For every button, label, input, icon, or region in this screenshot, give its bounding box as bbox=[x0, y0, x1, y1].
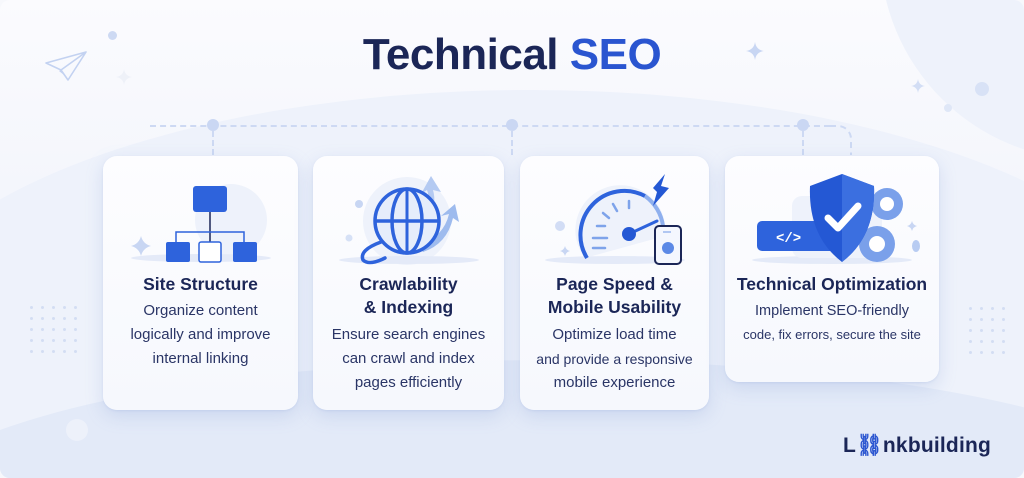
card-description: Optimize load time and provide a respons… bbox=[520, 323, 709, 395]
card-technical-optimization: </> Technical Optimization Implement SEO… bbox=[725, 156, 939, 382]
desc-line: mobile experience bbox=[553, 374, 676, 391]
sparkle-icon bbox=[746, 42, 764, 60]
decorative-dot bbox=[108, 31, 117, 40]
globe-icon bbox=[313, 166, 504, 266]
card-description: Implement SEO-friendly code, fix errors,… bbox=[725, 299, 939, 347]
card-title: Technical Optimization bbox=[736, 274, 928, 294]
desc-line: pages efficiently bbox=[354, 374, 463, 391]
connector-node bbox=[207, 119, 219, 131]
connector-line bbox=[830, 125, 852, 155]
connector-node bbox=[506, 119, 518, 131]
title-line: Page Speed & bbox=[556, 274, 673, 294]
desc-line: Ensure search engines bbox=[331, 326, 486, 343]
card-page-speed-mobile: Page Speed & Mobile Usability Optimize l… bbox=[520, 156, 709, 410]
connector-node bbox=[797, 119, 809, 131]
card-title: Site Structure bbox=[143, 274, 258, 294]
sitemap-icon bbox=[103, 166, 298, 266]
paper-plane-icon bbox=[45, 51, 87, 81]
chain-link-icon: ⛓ bbox=[856, 434, 883, 457]
desc-line: internal linking bbox=[152, 350, 249, 367]
title-accent: SEO bbox=[569, 30, 662, 79]
desc-line: code, fix errors, secure the site bbox=[743, 327, 921, 342]
card-title: Crawlability & Indexing bbox=[313, 273, 504, 319]
desc-line: and provide a responsive bbox=[536, 351, 693, 367]
shield-check-icon: </> bbox=[725, 166, 939, 266]
brand-suffix: nkbuilding bbox=[882, 434, 992, 457]
desc-line: Organize content bbox=[143, 302, 258, 319]
card-title: Page Speed & Mobile Usability bbox=[520, 273, 709, 319]
dot-grid bbox=[969, 307, 1005, 354]
brand-prefix: L bbox=[843, 434, 857, 457]
speedometer-icon bbox=[520, 166, 709, 266]
connector-line bbox=[802, 131, 804, 155]
title-line: & Indexing bbox=[363, 297, 454, 317]
decorative-dot bbox=[944, 104, 952, 112]
desc-line: Optimize load time bbox=[552, 326, 677, 343]
desc-line: can crawl and index bbox=[342, 350, 475, 367]
desc-line: logically and improve bbox=[130, 326, 271, 343]
connector-line bbox=[511, 131, 513, 155]
decorative-dot bbox=[975, 82, 989, 96]
title-main: Technical bbox=[362, 30, 559, 79]
card-description: Organize content logically and improve i… bbox=[103, 299, 298, 371]
desc-line: Implement SEO-friendly bbox=[755, 303, 909, 319]
card-site-structure: Site Structure Organize content logicall… bbox=[103, 156, 298, 410]
connector-line bbox=[150, 125, 830, 127]
card-description: Ensure search engines can crawl and inde… bbox=[313, 323, 504, 395]
sparkle-icon bbox=[911, 79, 925, 93]
decorative-dot bbox=[66, 419, 88, 441]
sparkle-icon bbox=[116, 69, 132, 85]
title-line: Mobile Usability bbox=[547, 297, 682, 317]
title-line: Crawlability bbox=[359, 274, 458, 294]
brand-logo[interactable]: L⛓nkbuilding bbox=[843, 434, 991, 458]
code-label: </> bbox=[776, 231, 801, 247]
page-title: Technical SEO bbox=[0, 30, 1024, 80]
connector-line bbox=[212, 131, 214, 155]
card-crawlability-indexing: Crawlability & Indexing Ensure search en… bbox=[313, 156, 504, 410]
dot-grid bbox=[30, 306, 77, 353]
